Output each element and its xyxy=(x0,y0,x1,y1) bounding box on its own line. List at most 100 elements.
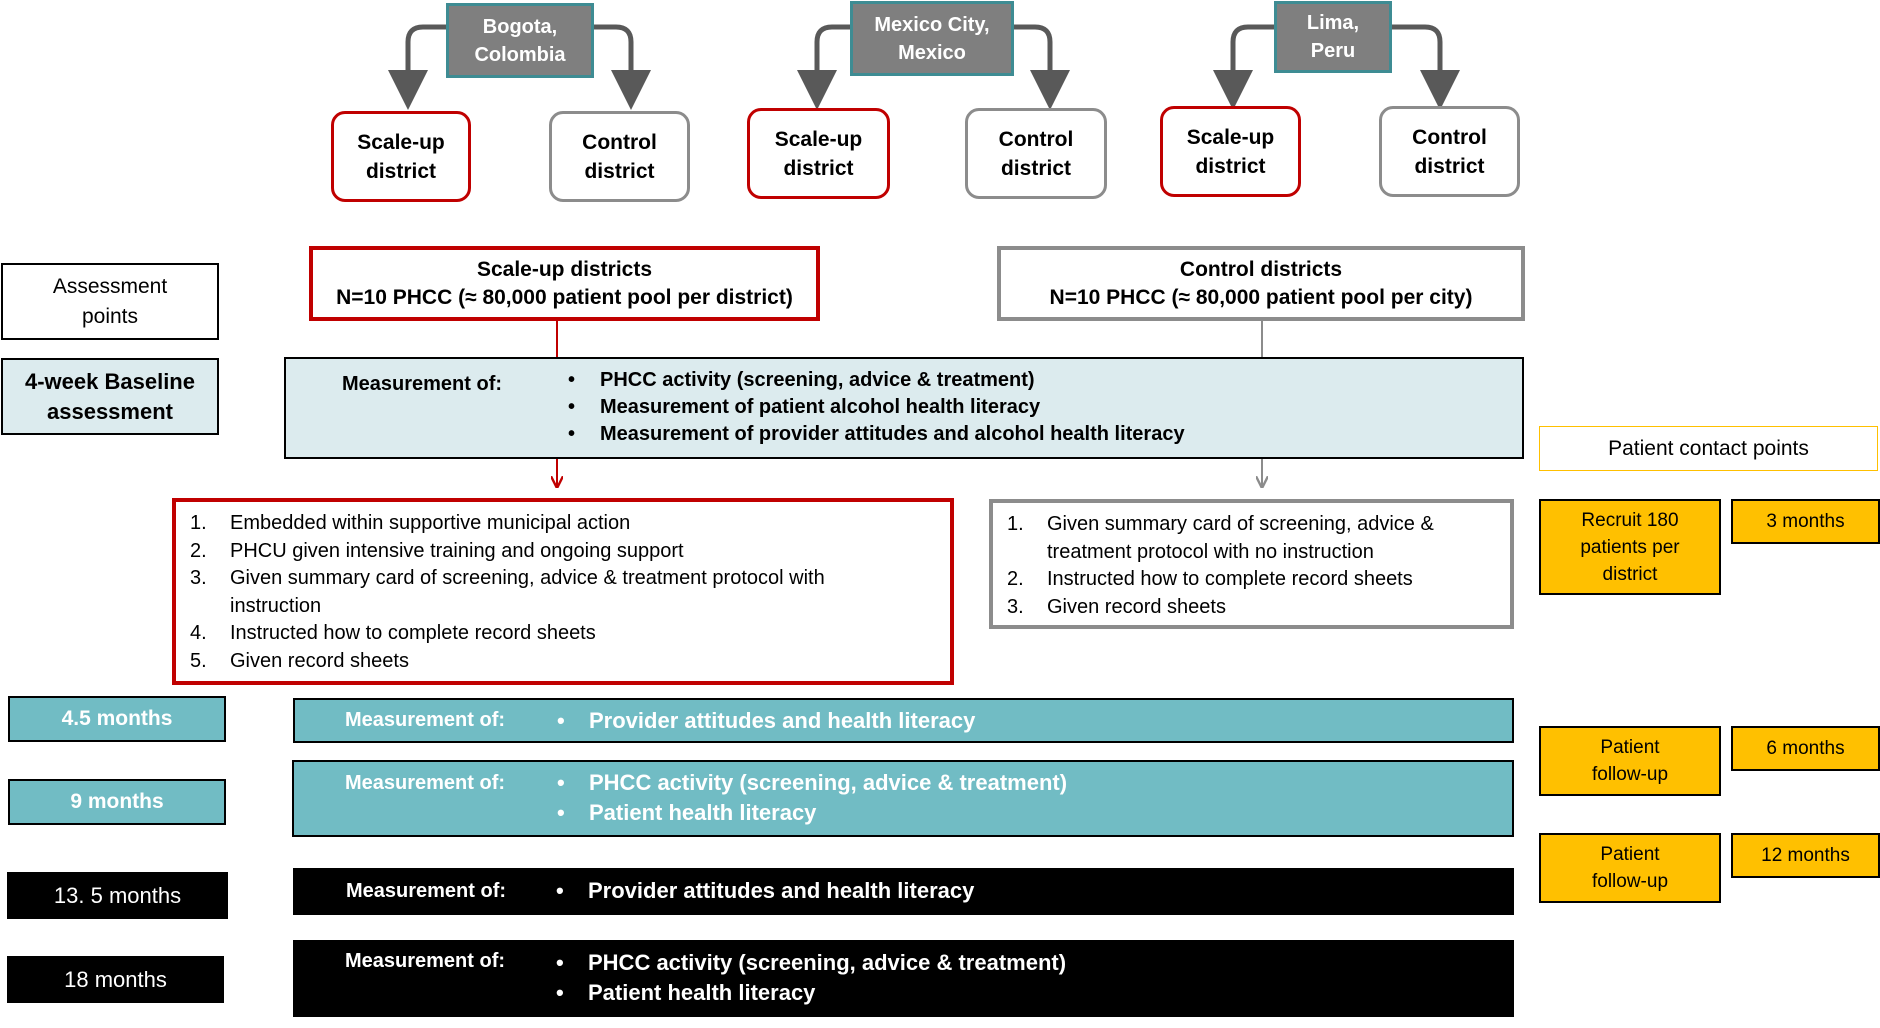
contact-12-months: 12 months xyxy=(1731,833,1880,878)
mexico-to-scaleup-arrow xyxy=(797,24,853,110)
measurement-item: Patient health literacy xyxy=(556,978,1066,1008)
contact-3-months: 3 months xyxy=(1731,499,1880,544)
contact-recruit-label: Recruit 180 patients per district xyxy=(1580,509,1680,585)
baseline-measurement-box: Measurement of: PHCC activity (screening… xyxy=(284,357,1524,459)
mexico-to-control-arrow xyxy=(1011,24,1070,110)
control-intervention-text: Instructed how to complete record sheets xyxy=(1047,568,1413,590)
city-bogota: Bogota, Colombia xyxy=(446,3,594,78)
measurement-4-5-months-label: Measurement of: xyxy=(345,709,506,731)
bogota-scaleup-district: Scale-up district xyxy=(331,111,471,202)
contact-followup-12-label: Patient follow-up xyxy=(1591,844,1669,892)
contact-6-months: 6 months xyxy=(1731,726,1880,771)
control-intervention-text: Given record sheets xyxy=(1047,595,1226,618)
baseline-item: Measurement of provider attitudes and al… xyxy=(568,421,1185,448)
control-intervention-text: Given summary card of screening, advice … xyxy=(1047,513,1434,563)
measurement-13-5-months-list: Provider attitudes and health literacy xyxy=(556,876,974,906)
control-intervention-item: 1.Given summary card of screening, advic… xyxy=(1007,513,1434,563)
scaleup-intervention-text: Embedded within supportive municipal act… xyxy=(230,512,631,534)
lima-control-district: Control district xyxy=(1379,106,1520,197)
measurement-18-months-label: Measurement of: xyxy=(345,950,506,972)
measurement-18-months-list: PHCC activity (screening, advice & treat… xyxy=(556,948,1066,1008)
contact-followup-6-box: Patient follow-up xyxy=(1539,726,1721,796)
control-intervention-item: 2.Instructed how to complete record shee… xyxy=(1007,568,1413,590)
timepoint-4-5-months-label: 4.5 months xyxy=(61,707,173,730)
baseline-measurement-list: PHCC activity (screening, advice & treat… xyxy=(568,367,1185,448)
bogota-control-district-label: Control district xyxy=(582,130,657,183)
control-intervention-list: 1.Given summary card of screening, advic… xyxy=(993,511,1510,621)
contact-recruit-box: Recruit 180 patients per district xyxy=(1539,499,1721,595)
assessment-points-text: Assessment points xyxy=(52,274,168,328)
city-mexico-city: Mexico City, Mexico xyxy=(850,1,1014,76)
city-fork-arrows xyxy=(388,24,1460,110)
timepoint-18-months: 18 months xyxy=(7,956,224,1003)
measurement-4-5-months: Measurement of: Provider attitudes and h… xyxy=(293,698,1514,743)
measurement-13-5-months-label: Measurement of: xyxy=(346,880,507,902)
baseline-measurement-label: Measurement of: xyxy=(342,373,503,395)
scaleup-intervention-item: 2.PHCU given intensive training and ongo… xyxy=(190,539,684,562)
measurement-9-months-label: Measurement of: xyxy=(345,772,506,794)
city-bogota-label: Bogota, Colombia xyxy=(474,15,566,66)
scaleup-intervention-item: 3.Given summary card of screening, advic… xyxy=(190,567,825,617)
measurement-item: PHCC activity (screening, advice & treat… xyxy=(556,948,1066,978)
baseline-label: 4-week Baseline assessment xyxy=(1,358,219,435)
measurement-13-5-months: Measurement of: Provider attitudes and h… xyxy=(293,868,1514,915)
scaleup-intervention-text: PHCU given intensive training and ongoin… xyxy=(230,539,684,562)
mexico-scaleup-district-label: Scale-up district xyxy=(774,127,863,180)
contact-followup-12-box: Patient follow-up xyxy=(1539,833,1721,903)
bogota-to-scaleup-arrow xyxy=(388,24,448,110)
contact-followup-6-label: Patient follow-up xyxy=(1591,737,1669,785)
timepoint-13-5-months: 13. 5 months xyxy=(7,872,228,919)
lima-to-scaleup-arrow xyxy=(1213,24,1276,110)
scaleup-intervention-item: 4.Instructed how to complete record shee… xyxy=(190,622,596,644)
baseline-item: PHCC activity (screening, advice & treat… xyxy=(568,367,1185,394)
city-lima-label: Lima, Peru xyxy=(1306,12,1360,62)
lima-control-district-label: Control district xyxy=(1412,125,1487,178)
mexico-control-district: Control district xyxy=(965,108,1107,199)
measurement-item: Provider attitudes and health literacy xyxy=(557,707,975,735)
bogota-scaleup-district-label: Scale-up district xyxy=(357,130,445,183)
scaleup-districts-summary: Scale-up districts N=10 PHCC (≈ 80,000 p… xyxy=(309,246,820,321)
scaleup-intervention-text: Given record sheets xyxy=(230,649,409,672)
city-mexico-city-label: Mexico City, Mexico xyxy=(874,13,990,64)
contact-6-months-label: 6 months xyxy=(1766,738,1845,759)
lima-scaleup-district-label: Scale-up district xyxy=(1186,125,1275,178)
control-summary-detail: N=10 PHCC (≈ 80,000 patient pool per cit… xyxy=(1049,285,1473,309)
lima-to-control-arrow xyxy=(1389,24,1460,110)
mexico-control-district-label: Control district xyxy=(998,127,1074,180)
assessment-points-label: Assessment points xyxy=(1,263,219,340)
scaleup-intervention-list: 1.Embedded within supportive municipal a… xyxy=(176,510,950,675)
control-intervention-box: 1.Given summary card of screening, advic… xyxy=(989,499,1514,629)
measurement-9-months-list: PHCC activity (screening, advice & treat… xyxy=(557,768,1067,828)
baseline-label-text: 4-week Baseline assessment xyxy=(25,368,195,424)
scaleup-intervention-box: 1.Embedded within supportive municipal a… xyxy=(172,498,954,685)
bogota-control-district: Control district xyxy=(549,111,690,202)
scaleup-intervention-item: 1.Embedded within supportive municipal a… xyxy=(190,512,631,534)
scaleup-intervention-item: 5.Given record sheets xyxy=(190,649,409,672)
baseline-item: Measurement of patient alcohol health li… xyxy=(568,394,1185,421)
scaleup-summary-detail: N=10 PHCC (≈ 80,000 patient pool per dis… xyxy=(336,285,793,309)
timepoint-9-months-label: 9 months xyxy=(70,790,164,813)
timepoint-18-months-label: 18 months xyxy=(64,966,167,992)
measurement-18-months: Measurement of: PHCC activity (screening… xyxy=(293,940,1514,1017)
scaleup-intervention-text: Given summary card of screening, advice … xyxy=(230,567,825,617)
timepoint-13-5-months-label: 13. 5 months xyxy=(53,882,182,908)
measurement-4-5-months-list: Provider attitudes and health literacy xyxy=(557,707,975,735)
city-lima: Lima, Peru xyxy=(1274,1,1392,73)
timepoint-4-5-months: 4.5 months xyxy=(8,696,226,742)
patient-contact-points-text: Patient contact points xyxy=(1608,436,1809,460)
bogota-to-control-arrow xyxy=(591,24,651,110)
measurement-item: Patient health literacy xyxy=(557,798,1067,828)
scaleup-intervention-text: Instructed how to complete record sheets xyxy=(230,622,596,644)
patient-contact-points-title: Patient contact points xyxy=(1539,426,1878,471)
measurement-9-months: Measurement of: PHCC activity (screening… xyxy=(292,760,1514,837)
control-districts-summary: Control districts N=10 PHCC (≈ 80,000 pa… xyxy=(997,246,1525,321)
measurement-item: PHCC activity (screening, advice & treat… xyxy=(557,768,1067,798)
contact-12-months-label: 12 months xyxy=(1761,845,1850,866)
control-intervention-item: 3.Given record sheets xyxy=(1007,595,1226,618)
control-summary-title: Control districts xyxy=(1179,257,1343,281)
mexico-scaleup-district: Scale-up district xyxy=(747,108,890,199)
lima-scaleup-district: Scale-up district xyxy=(1160,106,1301,197)
scaleup-summary-title: Scale-up districts xyxy=(476,257,653,281)
timepoint-9-months: 9 months xyxy=(8,779,226,825)
